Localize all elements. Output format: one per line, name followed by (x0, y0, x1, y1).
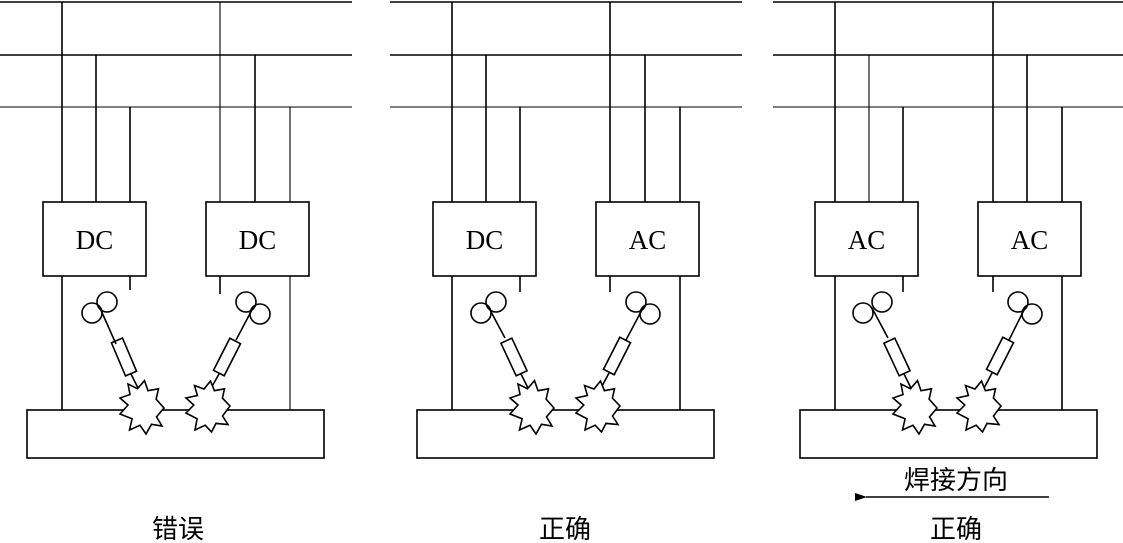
panel-2: DC AC 正确 (390, 1, 742, 543)
power-source-left: DC (432, 201, 537, 277)
power-source-label-right: DC (239, 225, 277, 255)
caption-wrong: 错误 (152, 515, 204, 543)
return-wires (451, 276, 681, 410)
torch-left (470, 291, 531, 393)
arc-right (574, 379, 622, 434)
power-source-left: AC (814, 201, 919, 277)
power-source-label-right: AC (1011, 225, 1049, 255)
supply-wires (451, 2, 681, 202)
welding-direction-label: 焊接方向 (904, 466, 1008, 496)
busbars (390, 1, 742, 108)
panel-3: AC AC 焊接方向 正确 (773, 1, 1123, 543)
arc-left (891, 379, 939, 436)
welding-direction: 焊接方向 (855, 466, 1049, 501)
arc-left (508, 379, 556, 436)
supply-wires (61, 2, 291, 202)
arc-left (118, 379, 166, 436)
torch-right (209, 291, 271, 391)
power-source-label-left: DC (466, 225, 504, 255)
power-source-label-left: AC (848, 225, 886, 255)
torch-right (982, 291, 1043, 391)
workpiece (416, 409, 715, 459)
busbars (0, 1, 352, 108)
power-source-right: AC (595, 201, 700, 277)
workpiece (26, 409, 325, 459)
power-source-label-right: AC (629, 225, 667, 255)
torch-right (599, 291, 661, 391)
power-source-label-left: DC (76, 225, 114, 255)
power-source-left: DC (42, 201, 147, 277)
panel-1: DC DC 错误 (0, 1, 352, 543)
arc-right (184, 379, 232, 434)
supply-wires (834, 2, 1063, 202)
busbars (773, 1, 1123, 108)
return-wires (61, 276, 291, 410)
arc-right (955, 379, 1003, 434)
torch-left (852, 291, 914, 393)
caption-correct-2: 正确 (930, 515, 982, 543)
return-wires (834, 276, 1063, 410)
torch-left (81, 291, 141, 393)
power-source-right: AC (977, 201, 1082, 277)
workpiece (799, 409, 1098, 459)
caption-correct-1: 正确 (539, 515, 591, 543)
power-source-right: DC (205, 201, 310, 277)
